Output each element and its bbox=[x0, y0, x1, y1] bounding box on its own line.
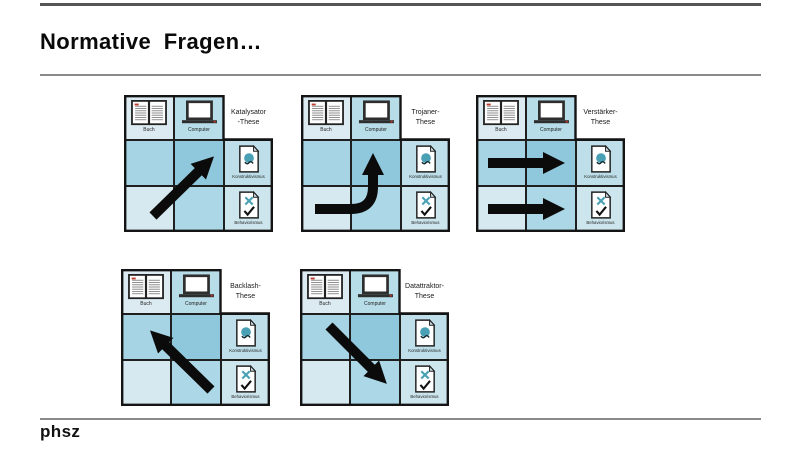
book-icon bbox=[483, 100, 519, 126]
book-cell: Buch bbox=[124, 95, 174, 140]
book-cell: Buch bbox=[301, 95, 351, 140]
thesis-diagram-datattraktor: Buch Computer Datattraktor- These Konstr… bbox=[300, 269, 449, 406]
book-cell: Buch bbox=[476, 95, 526, 140]
behaviorismus-label: Behaviorismus bbox=[586, 219, 615, 225]
book-label: Buch bbox=[319, 301, 331, 307]
laptop-icon bbox=[181, 100, 217, 124]
konstruktivismus-paper-icon bbox=[415, 145, 436, 173]
computer-cell: Computer bbox=[526, 95, 576, 140]
behaviorismus-paper-icon bbox=[235, 365, 256, 393]
behaviorismus-label: Behaviorismus bbox=[411, 219, 440, 225]
matrix-cell-buch-konstruktivismus bbox=[476, 140, 526, 186]
page-title: Normative Fragen… bbox=[40, 28, 262, 54]
matrix-cell-buch-konstruktivismus bbox=[301, 140, 351, 186]
konstruktivismus-cell: Konstruktivismus bbox=[221, 314, 270, 360]
computer-cell: Computer bbox=[350, 269, 400, 314]
matrix-cell-buch-konstruktivismus bbox=[300, 314, 350, 360]
laptop-icon bbox=[178, 274, 214, 298]
konstruktivismus-label: Konstruktivismus bbox=[409, 173, 442, 179]
konstruktivismus-paper-icon bbox=[590, 145, 611, 173]
matrix-cell-buch-behaviorismus bbox=[124, 186, 174, 232]
konstruktivismus-paper-icon bbox=[238, 145, 259, 173]
footer-divider bbox=[40, 418, 761, 420]
behaviorismus-paper-icon bbox=[590, 191, 611, 219]
konstruktivismus-paper-icon bbox=[235, 319, 256, 347]
book-label: Buch bbox=[495, 127, 507, 133]
computer-label: Computer bbox=[364, 301, 386, 307]
matrix-cell-computer-behaviorismus bbox=[350, 360, 400, 406]
behaviorismus-paper-icon bbox=[238, 191, 259, 219]
thesis-label: Verstärker- These bbox=[576, 95, 625, 140]
book-cell: Buch bbox=[121, 269, 171, 314]
konstruktivismus-cell: Konstruktivismus bbox=[401, 140, 450, 186]
laptop-icon bbox=[358, 100, 394, 124]
konstruktivismus-cell: Konstruktivismus bbox=[224, 140, 273, 186]
behaviorismus-cell: Behaviorismus bbox=[401, 186, 450, 232]
thesis-label: Katalysator -These bbox=[224, 95, 273, 140]
book-label: Buch bbox=[320, 127, 332, 133]
thesis-diagram-verstaerker: Buch Computer Verstärker- These Konstruk… bbox=[476, 95, 625, 232]
laptop-icon bbox=[533, 100, 569, 124]
konstruktivismus-label: Konstruktivismus bbox=[584, 173, 617, 179]
behaviorismus-label: Behaviorismus bbox=[231, 393, 260, 399]
matrix-cell-computer-konstruktivismus bbox=[526, 140, 576, 186]
behaviorismus-cell: Behaviorismus bbox=[224, 186, 273, 232]
laptop-icon bbox=[357, 274, 393, 298]
konstruktivismus-label: Konstruktivismus bbox=[232, 173, 265, 179]
konstruktivismus-label: Konstruktivismus bbox=[408, 347, 441, 353]
matrix-cell-buch-behaviorismus bbox=[476, 186, 526, 232]
title-divider bbox=[40, 74, 761, 76]
matrix-cell-buch-konstruktivismus bbox=[124, 140, 174, 186]
matrix-cell-computer-konstruktivismus bbox=[171, 314, 221, 360]
computer-label: Computer bbox=[540, 127, 562, 133]
computer-label: Computer bbox=[188, 127, 210, 133]
matrix-cell-computer-behaviorismus bbox=[351, 186, 401, 232]
thesis-diagram-backlash: Buch Computer Backlash- These Konstrukti… bbox=[121, 269, 270, 406]
computer-cell: Computer bbox=[174, 95, 224, 140]
matrix-cell-buch-konstruktivismus bbox=[121, 314, 171, 360]
book-label: Buch bbox=[140, 301, 152, 307]
matrix-cell-computer-behaviorismus bbox=[526, 186, 576, 232]
konstruktivismus-cell: Konstruktivismus bbox=[400, 314, 449, 360]
matrix-cell-computer-konstruktivismus bbox=[174, 140, 224, 186]
konstruktivismus-label: Konstruktivismus bbox=[229, 347, 262, 353]
behaviorismus-cell: Behaviorismus bbox=[576, 186, 625, 232]
matrix-cell-buch-behaviorismus bbox=[300, 360, 350, 406]
behaviorismus-label: Behaviorismus bbox=[410, 393, 439, 399]
top-rule bbox=[40, 3, 761, 6]
book-icon bbox=[308, 100, 344, 126]
thesis-diagram-trojaner: Buch Computer Trojaner- These Konstrukti… bbox=[301, 95, 450, 232]
konstruktivismus-paper-icon bbox=[414, 319, 435, 347]
behaviorismus-cell: Behaviorismus bbox=[400, 360, 449, 406]
behaviorismus-cell: Behaviorismus bbox=[221, 360, 270, 406]
behaviorismus-paper-icon bbox=[414, 365, 435, 393]
thesis-diagram-katalysator: Buch Computer Katalysator -These Konstru… bbox=[124, 95, 273, 232]
matrix-cell-computer-behaviorismus bbox=[174, 186, 224, 232]
book-icon bbox=[131, 100, 167, 126]
behaviorismus-paper-icon bbox=[415, 191, 436, 219]
matrix-cell-computer-behaviorismus bbox=[171, 360, 221, 406]
behaviorismus-label: Behaviorismus bbox=[234, 219, 263, 225]
matrix-cell-buch-behaviorismus bbox=[121, 360, 171, 406]
book-icon bbox=[307, 274, 343, 300]
matrix-cell-computer-konstruktivismus bbox=[350, 314, 400, 360]
thesis-label: Datattraktor- These bbox=[400, 269, 449, 314]
konstruktivismus-cell: Konstruktivismus bbox=[576, 140, 625, 186]
phsz-logo: phsz bbox=[40, 422, 81, 441]
computer-label: Computer bbox=[185, 301, 207, 307]
matrix-cell-computer-konstruktivismus bbox=[351, 140, 401, 186]
book-label: Buch bbox=[143, 127, 155, 133]
computer-cell: Computer bbox=[351, 95, 401, 140]
computer-cell: Computer bbox=[171, 269, 221, 314]
thesis-label: Trojaner- These bbox=[401, 95, 450, 140]
book-cell: Buch bbox=[300, 269, 350, 314]
matrix-cell-buch-behaviorismus bbox=[301, 186, 351, 232]
book-icon bbox=[128, 274, 164, 300]
computer-label: Computer bbox=[365, 127, 387, 133]
thesis-label: Backlash- These bbox=[221, 269, 270, 314]
